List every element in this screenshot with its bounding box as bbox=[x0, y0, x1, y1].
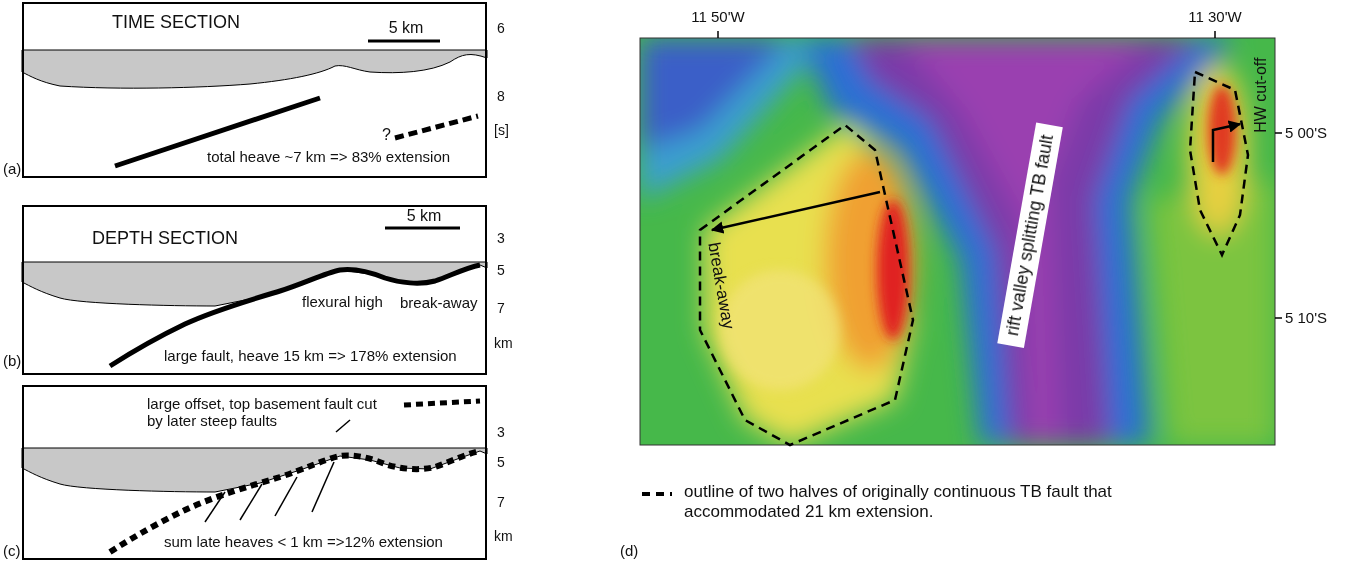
legend-entry: outline of two halves of originally cont… bbox=[684, 482, 1114, 521]
label-text: (d) bbox=[620, 542, 638, 559]
annotation-text: 5 km bbox=[407, 207, 442, 225]
label-text: 5 bbox=[497, 454, 505, 470]
water-fill bbox=[22, 50, 487, 88]
annotation-text: sum late heaves < 1 km =>12% extension bbox=[164, 533, 443, 550]
label-text: 3 bbox=[497, 424, 505, 440]
label-text: (b) bbox=[3, 352, 21, 369]
label-text: 11 50'W bbox=[691, 8, 744, 25]
map-panel: rift valley splitting TB fault break-away… bbox=[640, 38, 1275, 445]
legend-fault-sample bbox=[336, 420, 350, 432]
label-text: 7 bbox=[497, 300, 505, 316]
label-text: 8 bbox=[497, 88, 505, 104]
label-text: 6 bbox=[497, 20, 505, 36]
label-text: 7 bbox=[497, 494, 505, 510]
fault-outline bbox=[700, 125, 913, 445]
annotation-text: large offset, top basement fault cut by … bbox=[147, 395, 387, 430]
fault-line bbox=[110, 265, 480, 366]
annotation-text: TIME SECTION bbox=[112, 12, 240, 33]
legend-sample bbox=[642, 492, 672, 496]
annotation-text: total heave ~7 km => 83% extension bbox=[207, 148, 450, 165]
label-text: km bbox=[494, 528, 513, 544]
extension-arrow bbox=[712, 192, 880, 230]
steep-faults bbox=[205, 462, 334, 522]
annotation-text: DEPTH SECTION bbox=[92, 228, 238, 249]
label-text: (a) bbox=[3, 160, 21, 177]
fault-outline bbox=[1190, 72, 1248, 255]
annotation-text: 5 km bbox=[389, 19, 424, 37]
scale-bar bbox=[368, 40, 440, 43]
bathymetry-map bbox=[640, 38, 1275, 445]
dashed-fault bbox=[110, 451, 480, 552]
label-text: 5 10'S bbox=[1285, 309, 1327, 326]
annotation-text: ? bbox=[382, 126, 391, 144]
dashed-fault bbox=[395, 116, 478, 138]
label-text: 3 bbox=[497, 230, 505, 246]
annotation-text: large fault, heave 15 km => 178% extensi… bbox=[164, 347, 457, 364]
label-text: (c) bbox=[3, 542, 21, 559]
panel-box: large offset, top basement fault cut by … bbox=[22, 385, 487, 560]
callout-text: rift valley splitting TB fault bbox=[1002, 133, 1058, 337]
annotation-text: break-away bbox=[400, 294, 478, 311]
annotation-text: HW cut-off bbox=[1253, 57, 1271, 132]
label-text: km bbox=[494, 335, 513, 351]
label-text: 11 30'W bbox=[1188, 8, 1241, 25]
label-text: [s] bbox=[494, 122, 509, 138]
callout-box: rift valley splitting TB fault bbox=[997, 123, 1062, 348]
annotation-text: break-away bbox=[704, 241, 739, 331]
annotation-text: flexural high bbox=[302, 293, 383, 310]
label-text: 5 bbox=[497, 262, 505, 278]
panel-box: DEPTH SECTION 5 km flexural high break-away… bbox=[22, 205, 487, 375]
legend-dash-sample bbox=[404, 401, 480, 405]
legend-text: outline of two halves of originally cont… bbox=[684, 482, 1112, 521]
extension-arrow bbox=[1213, 124, 1240, 162]
label-text: 5 00'S bbox=[1285, 124, 1327, 141]
scale-bar bbox=[385, 227, 460, 230]
map-ticks bbox=[718, 31, 1282, 318]
panel-box: TIME SECTION 5 km? total heave ~7 km => 83… bbox=[22, 2, 487, 178]
